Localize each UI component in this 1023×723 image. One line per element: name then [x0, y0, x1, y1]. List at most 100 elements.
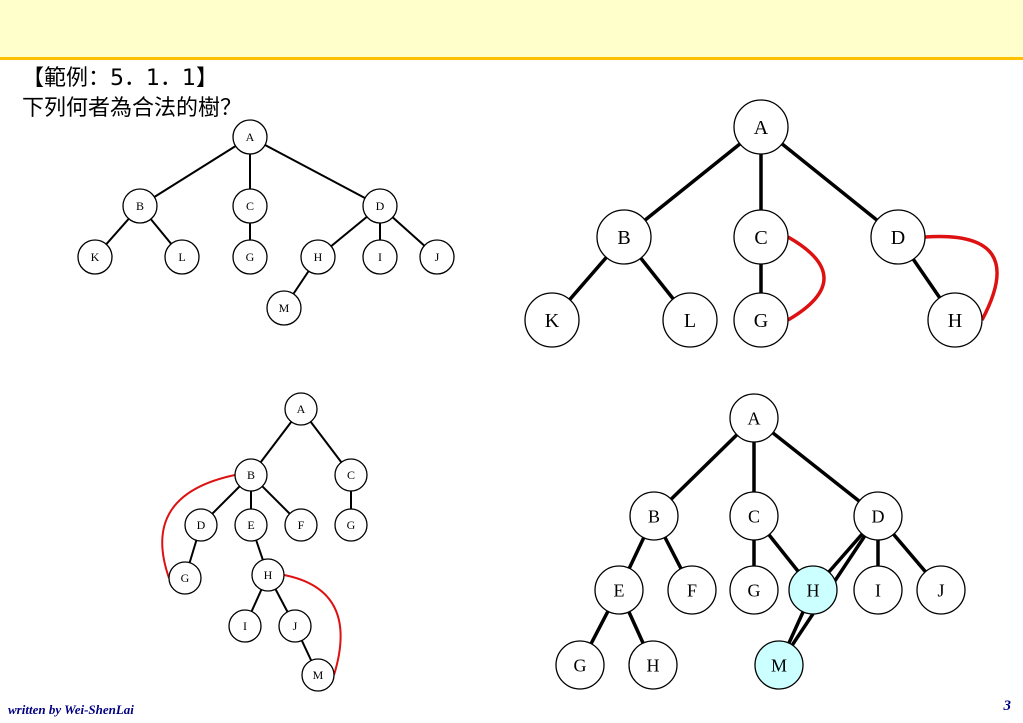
node-M: M: [301, 658, 335, 692]
edge-A-D: [759, 125, 900, 239]
node-circle: [729, 491, 779, 541]
extra-edge-C-G: [787, 235, 826, 322]
node-D: D: [362, 188, 398, 224]
node-H2: H: [628, 640, 678, 690]
node-circle: [853, 565, 903, 615]
node-label: D: [376, 199, 385, 213]
node-circle: [334, 458, 368, 492]
node-H: H: [788, 565, 838, 615]
edge-A-B: [139, 136, 251, 207]
node-label: G: [246, 250, 255, 264]
node-B: B: [629, 491, 679, 541]
node-label: M: [313, 668, 324, 682]
node-circle: [853, 491, 903, 541]
node-label: I: [378, 250, 382, 264]
node-K: K: [524, 292, 580, 348]
node-circle: [419, 239, 455, 275]
node-H: H: [300, 239, 336, 275]
node-circle: [629, 491, 679, 541]
node-circle: [284, 508, 318, 542]
node-circle: [168, 561, 202, 595]
node-circle: [184, 508, 218, 542]
node-label: F: [298, 518, 305, 532]
slide-title: 【範例：5．1．1】 下列何者為合法的樹？: [22, 64, 242, 124]
node-circle: [234, 508, 268, 542]
node-G: G: [729, 565, 779, 615]
node-label: E: [247, 518, 254, 532]
node-F: F: [667, 565, 717, 615]
node-C: C: [729, 491, 779, 541]
node-label: K: [91, 250, 100, 264]
node-circle: [667, 565, 717, 615]
edges: [184, 408, 352, 676]
node-A: A: [733, 99, 789, 155]
node-G: G: [733, 292, 789, 348]
node-label: G: [748, 580, 761, 600]
node-D: D: [184, 508, 218, 542]
node-circle: [555, 640, 605, 690]
node-label: I: [875, 580, 881, 600]
edge-A-B: [622, 125, 763, 239]
node-label: H: [807, 580, 820, 600]
extra-edge-B-G: [161, 474, 236, 579]
extra-edge-H-M: [283, 574, 342, 676]
edge-A-D: [249, 136, 381, 207]
node-label: L: [684, 310, 696, 332]
node-K: K: [77, 239, 113, 275]
node-label: B: [617, 227, 630, 249]
node-label: A: [748, 408, 761, 428]
node-G2: G: [334, 508, 368, 542]
node-label: E: [614, 580, 625, 600]
node-label: D: [197, 518, 206, 532]
node-I: I: [228, 609, 262, 643]
node-label: B: [247, 468, 255, 482]
node-G: G: [232, 239, 268, 275]
node-circle: [524, 292, 580, 348]
node-label: G: [181, 571, 190, 585]
node-circle: [729, 393, 779, 443]
node-C: C: [232, 188, 268, 224]
extra-edges: [161, 474, 342, 676]
node-circle: [628, 640, 678, 690]
node-label: F: [687, 580, 697, 600]
node-G: G: [168, 561, 202, 595]
node-label: A: [297, 402, 306, 416]
node-C: C: [733, 209, 789, 265]
node-I: I: [853, 565, 903, 615]
header-band: [0, 0, 1023, 60]
node-label: B: [136, 199, 144, 213]
node-circle: [754, 640, 804, 690]
node-A: A: [232, 119, 268, 155]
node-circle: [788, 565, 838, 615]
node-label: C: [347, 468, 355, 482]
node-B: B: [234, 458, 268, 492]
node-I: I: [362, 239, 398, 275]
node-circle: [362, 188, 398, 224]
node-label: H: [948, 310, 962, 332]
node-circle: [301, 658, 335, 692]
node-label: G: [574, 655, 587, 675]
node-D: D: [853, 491, 903, 541]
node-label: H: [314, 250, 323, 264]
extra-edge-D-H: [924, 234, 999, 321]
node-label: G: [347, 518, 356, 532]
node-circle: [164, 239, 200, 275]
node-label: H: [647, 655, 660, 675]
node-circle: [334, 508, 368, 542]
node-label: C: [754, 227, 767, 249]
node-A: A: [729, 393, 779, 443]
node-circle: [251, 558, 285, 592]
edges: [578, 416, 943, 666]
node-label: J: [293, 619, 298, 633]
node-circle: [733, 209, 789, 265]
node-circle: [278, 609, 312, 643]
page-number: 3: [1003, 698, 1012, 714]
node-label: K: [545, 310, 560, 332]
footer-author: written by Wei-ShenLai: [8, 702, 134, 717]
